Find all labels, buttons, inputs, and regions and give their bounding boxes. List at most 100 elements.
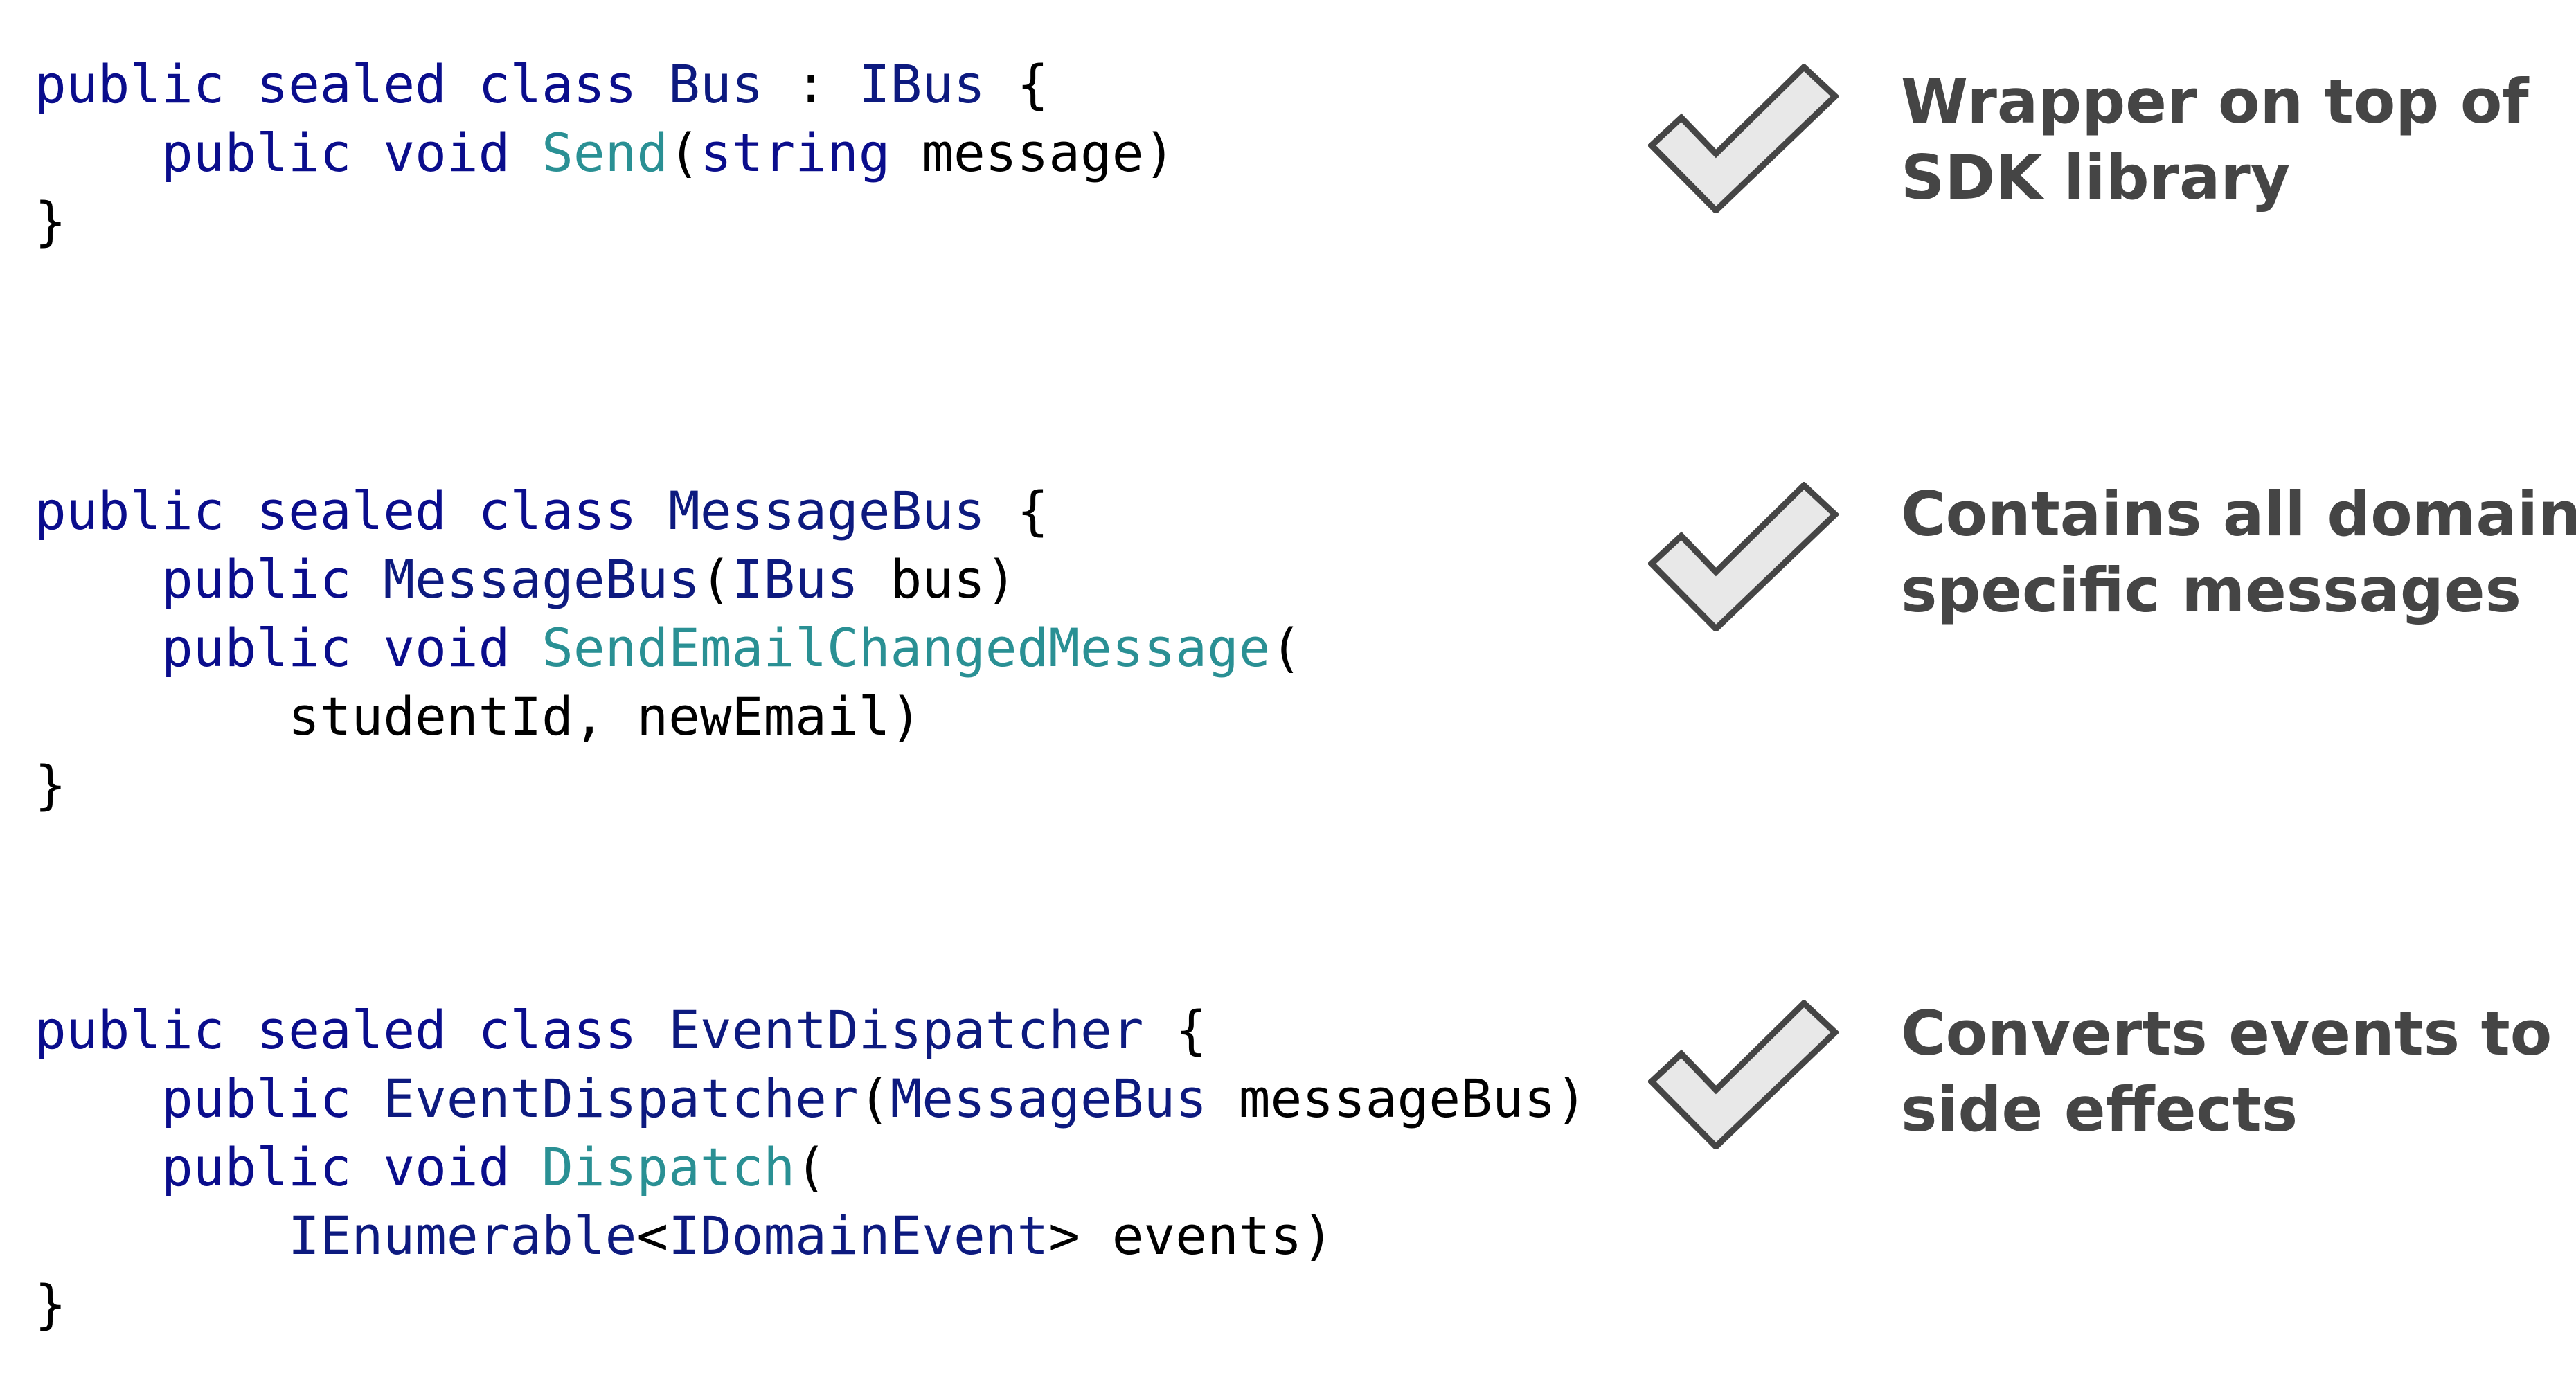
code-token bbox=[352, 617, 384, 679]
code-token bbox=[510, 122, 542, 183]
code-token: SendEmailChangedMessage bbox=[542, 617, 1271, 679]
code-line: IEnumerable<IDomainEvent> events) bbox=[35, 1201, 1587, 1270]
code-token: ( bbox=[858, 1068, 891, 1129]
code-token bbox=[636, 999, 668, 1061]
code-token: ( bbox=[668, 122, 700, 183]
code-token bbox=[510, 617, 542, 679]
code-token: public bbox=[161, 1068, 352, 1129]
code-token: public bbox=[35, 480, 225, 541]
code-block-bus: public sealed class Bus : IBus { public … bbox=[35, 50, 1175, 255]
code-token: void bbox=[383, 1136, 510, 1198]
code-line: } bbox=[35, 751, 1302, 819]
code-token bbox=[447, 999, 478, 1061]
code-token: message) bbox=[890, 122, 1176, 183]
code-token: } bbox=[35, 190, 66, 252]
code-token: bus) bbox=[858, 548, 1017, 610]
code-line: } bbox=[35, 1270, 1587, 1338]
code-token: EventDispatcher bbox=[668, 999, 1144, 1061]
code-line: public EventDispatcher(MessageBus messag… bbox=[35, 1064, 1587, 1133]
code-block-event-dispatcher: public sealed class EventDispatcher { pu… bbox=[35, 996, 1587, 1338]
description-line: Converts events to bbox=[1901, 998, 2552, 1069]
description-line: SDK library bbox=[1901, 142, 2291, 213]
code-token bbox=[352, 1136, 384, 1198]
code-token bbox=[352, 122, 384, 183]
code-token bbox=[352, 1068, 384, 1129]
code-token bbox=[35, 122, 161, 183]
code-token: IBus bbox=[731, 548, 859, 610]
code-token: { bbox=[1143, 999, 1208, 1061]
code-token: public bbox=[161, 617, 352, 679]
code-token bbox=[447, 480, 478, 541]
code-token: MessageBus bbox=[890, 1068, 1208, 1129]
description-bus: Wrapper on top of SDK library bbox=[1901, 64, 2529, 216]
code-token: IEnumerable bbox=[288, 1205, 637, 1266]
description-line: Contains all domain- bbox=[1901, 478, 2576, 550]
code-line: public void SendEmailChangedMessage( bbox=[35, 613, 1302, 682]
code-line: public sealed class MessageBus { bbox=[35, 476, 1302, 545]
code-token bbox=[225, 53, 257, 115]
code-token bbox=[636, 53, 668, 115]
code-token bbox=[447, 53, 478, 115]
code-line: public void Dispatch( bbox=[35, 1133, 1587, 1201]
code-token: MessageBus bbox=[383, 548, 700, 610]
code-token: public bbox=[161, 548, 352, 610]
code-token: ( bbox=[1270, 617, 1303, 679]
code-token: void bbox=[383, 617, 510, 679]
code-line: public sealed class EventDispatcher { bbox=[35, 996, 1587, 1064]
code-token: messageBus) bbox=[1207, 1068, 1588, 1129]
code-token: Send bbox=[542, 122, 669, 183]
code-token bbox=[35, 1136, 161, 1198]
code-token bbox=[636, 480, 668, 541]
code-line: public MessageBus(IBus bus) bbox=[35, 545, 1302, 613]
code-token: IBus bbox=[858, 53, 985, 115]
code-token: ( bbox=[699, 548, 732, 610]
code-token bbox=[35, 1068, 161, 1129]
code-token: Bus bbox=[668, 53, 764, 115]
code-token: MessageBus bbox=[668, 480, 985, 541]
code-token bbox=[35, 617, 161, 679]
code-token bbox=[225, 480, 257, 541]
code-line: public void Send(string message) bbox=[35, 118, 1175, 187]
checkmark-icon bbox=[1648, 64, 1839, 213]
code-token: { bbox=[985, 53, 1049, 115]
code-line: public sealed class Bus : IBus { bbox=[35, 50, 1175, 118]
code-token: public bbox=[35, 999, 225, 1061]
description-message-bus: Contains all domain- specific messages bbox=[1901, 476, 2576, 629]
code-token: ( bbox=[795, 1136, 827, 1198]
code-token: sealed bbox=[256, 480, 447, 541]
code-token: } bbox=[35, 1273, 66, 1335]
code-token: public bbox=[161, 122, 352, 183]
description-line: side effects bbox=[1901, 1074, 2298, 1145]
description-line: specific messages bbox=[1901, 555, 2521, 626]
code-token bbox=[352, 548, 384, 610]
code-token bbox=[510, 1136, 542, 1198]
code-token: studentId, newEmail) bbox=[35, 685, 922, 747]
code-token: void bbox=[383, 122, 510, 183]
code-token: string bbox=[699, 122, 891, 183]
description-event-dispatcher: Converts events to side effects bbox=[1901, 996, 2552, 1148]
code-token: sealed bbox=[256, 53, 447, 115]
code-token: public bbox=[35, 53, 225, 115]
code-token bbox=[225, 999, 257, 1061]
code-token: IDomainEvent bbox=[668, 1205, 1049, 1266]
checkmark-icon bbox=[1648, 1000, 1839, 1149]
code-token: public bbox=[161, 1136, 352, 1198]
code-token: : bbox=[763, 53, 859, 115]
code-token: < bbox=[636, 1205, 669, 1266]
code-token: } bbox=[35, 754, 66, 816]
code-block-message-bus: public sealed class MessageBus { public … bbox=[35, 476, 1302, 819]
code-token bbox=[35, 548, 161, 610]
code-token: sealed bbox=[256, 999, 447, 1061]
code-token: class bbox=[478, 480, 637, 541]
code-token: { bbox=[985, 480, 1049, 541]
code-line: } bbox=[35, 187, 1175, 255]
code-token bbox=[35, 1205, 288, 1266]
code-line: studentId, newEmail) bbox=[35, 682, 1302, 751]
code-token: Dispatch bbox=[542, 1136, 796, 1198]
code-token: class bbox=[478, 53, 637, 115]
code-token: > events) bbox=[1048, 1205, 1334, 1266]
code-token: class bbox=[478, 999, 637, 1061]
code-token: EventDispatcher bbox=[383, 1068, 859, 1129]
checkmark-icon bbox=[1648, 482, 1839, 631]
description-line: Wrapper on top of bbox=[1901, 66, 2529, 137]
